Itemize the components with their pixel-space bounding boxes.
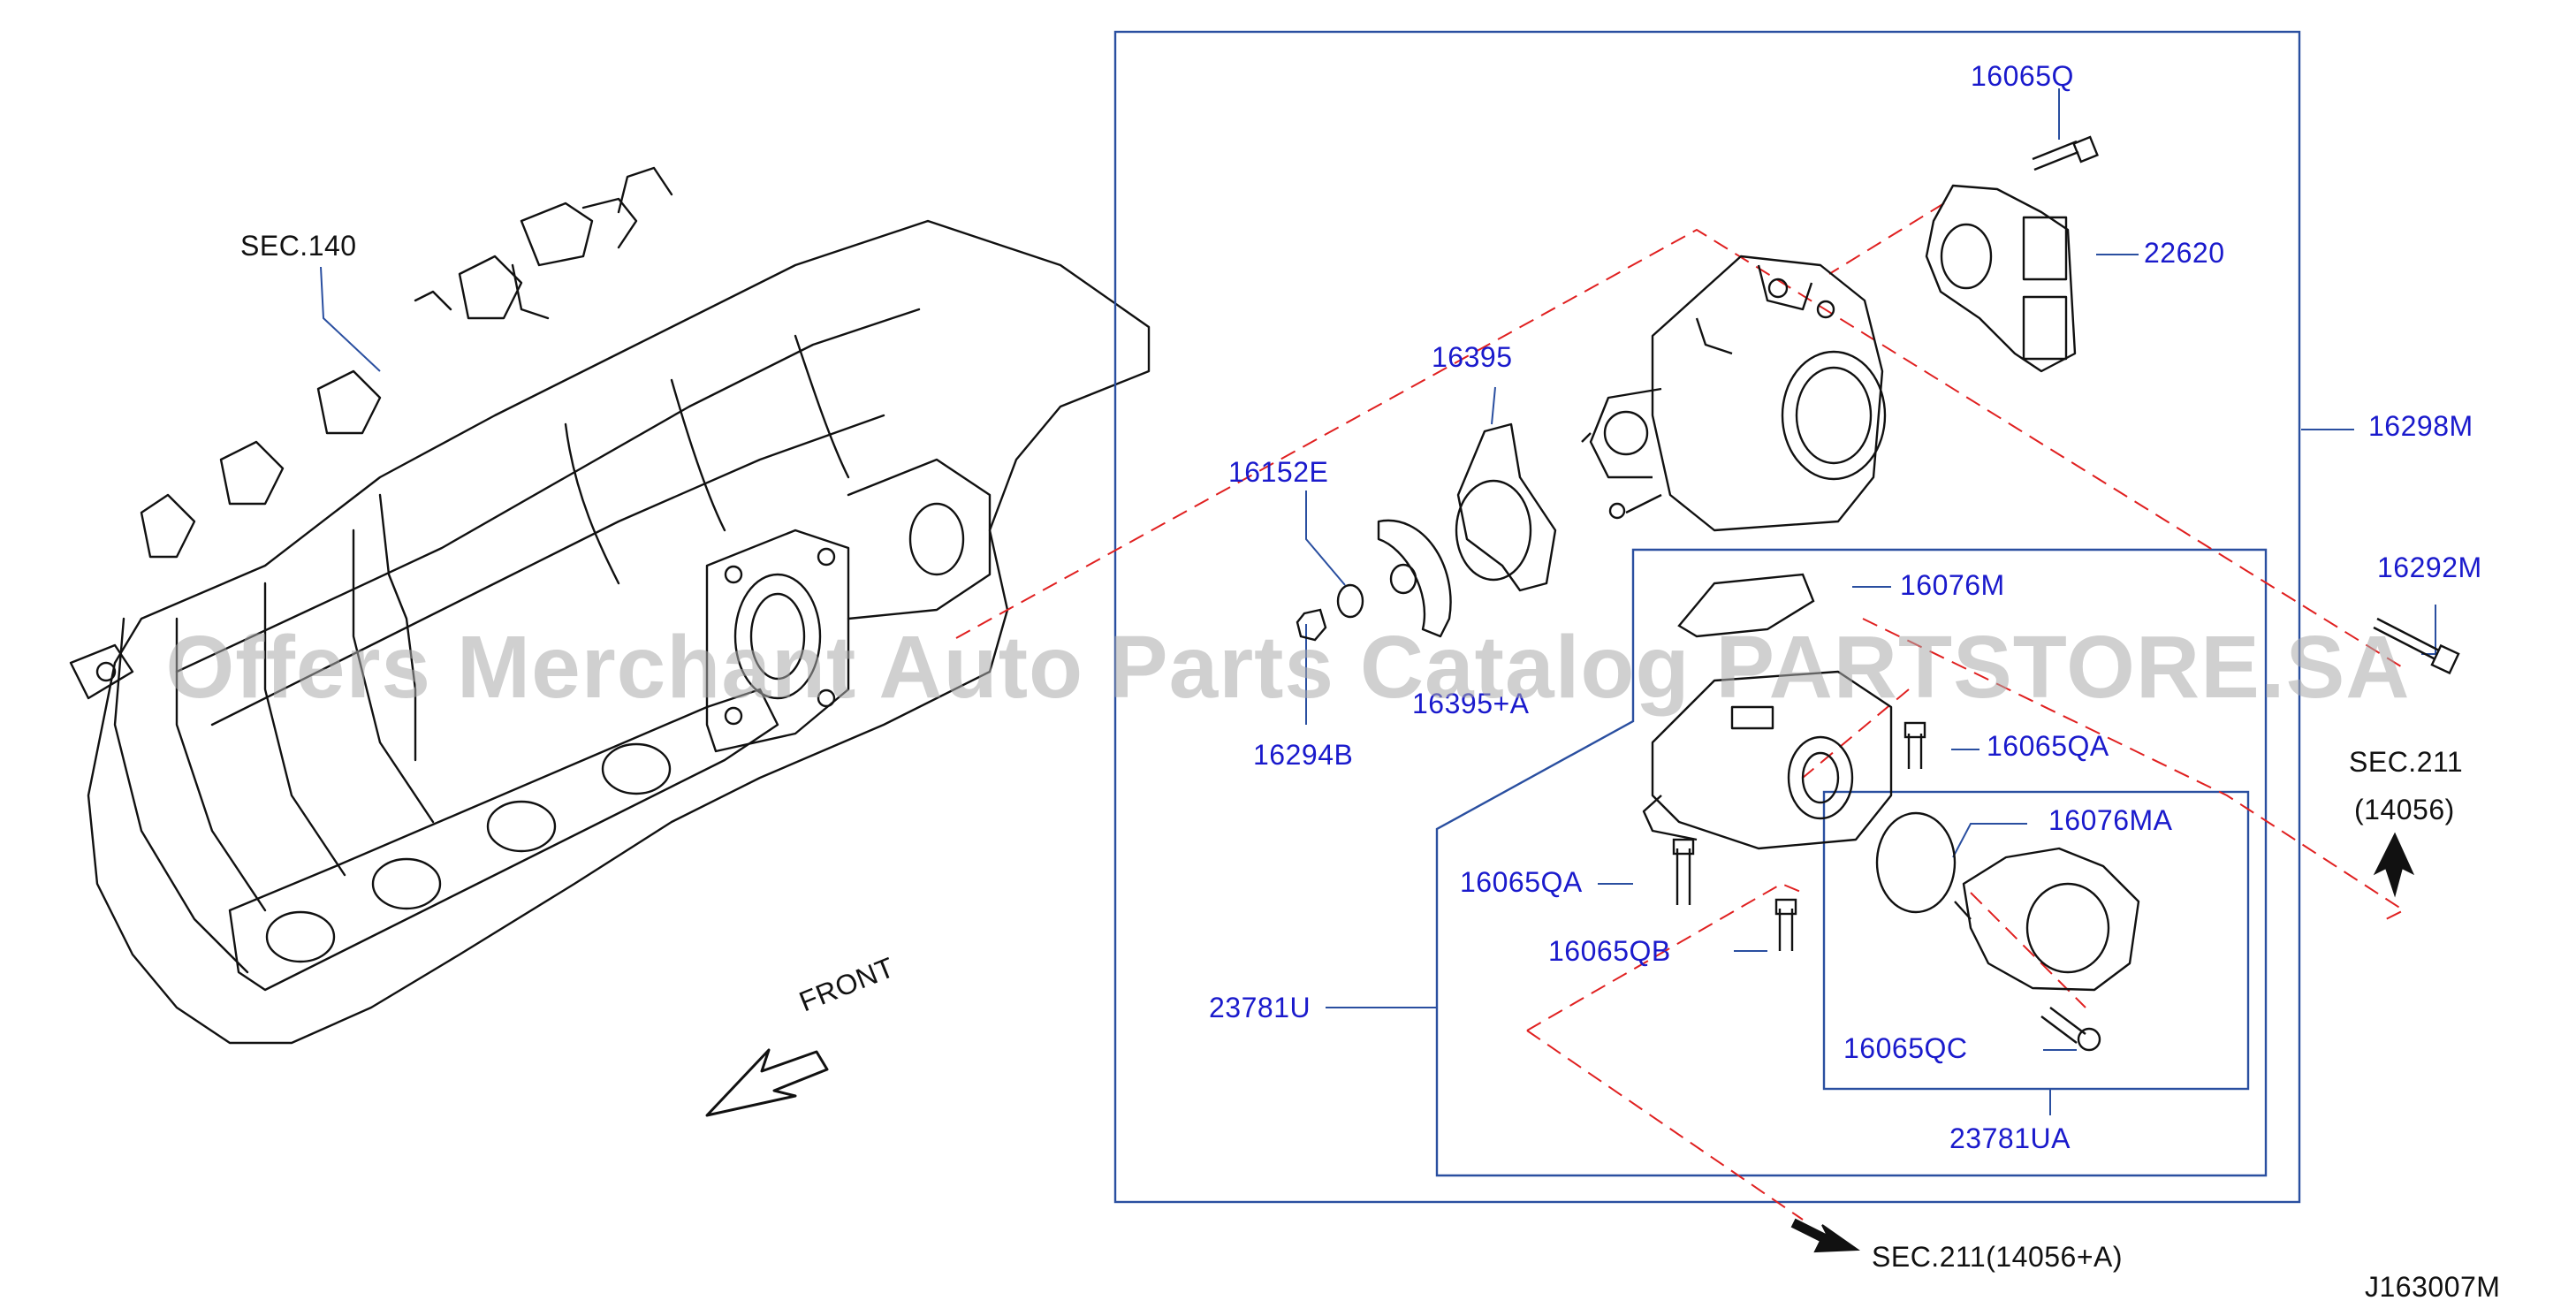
label-16065QA-upper[interactable]: 16065QA [1987, 730, 2109, 762]
label-16065QC[interactable]: 16065QC [1843, 1032, 1968, 1064]
label-16395[interactable]: 16395 [1432, 341, 1513, 373]
washer-nut-drawing [1296, 583, 1364, 642]
screw-16065QA-icon [1904, 721, 1926, 769]
label-16065Q[interactable]: 16065Q [1971, 60, 2074, 92]
sec-211-up-arrow-icon [2373, 832, 2415, 898]
nut-16294B-icon [1296, 608, 1327, 642]
iac-motor-drawing [1875, 811, 2140, 992]
label-16076M[interactable]: 16076M [1900, 569, 2005, 601]
screw-16065QA-lower-icon [1672, 838, 1695, 905]
sec-211-arrows [1790, 832, 2415, 1253]
label-23781UA[interactable]: 23781UA [1949, 1122, 2071, 1154]
diagram-id: J163007M [2365, 1271, 2501, 1303]
label-22620[interactable]: 22620 [2144, 237, 2225, 269]
intake-manifold-drawing [69, 166, 1151, 1045]
sec-140-leader [320, 266, 381, 372]
tps-sensor-drawing [1925, 184, 2077, 373]
label-sec-211-bottom[interactable]: SEC.211(14056+A) [1872, 1241, 2124, 1273]
label-sec-211-code[interactable]: (14056) [2354, 794, 2455, 825]
front-arrow-icon [705, 1048, 829, 1117]
label-16065QB[interactable]: 16065QB [1548, 935, 1671, 967]
gasket-16076M-icon [1677, 573, 1815, 638]
watermark-text: Offers Merchant Auto Parts Catalog PARTS… [165, 618, 2411, 717]
label-16292M[interactable]: 16292M [2377, 552, 2482, 583]
screw-16065Q-icon [2032, 135, 2099, 171]
screw-16065QC-icon [2040, 1007, 2101, 1052]
throttle-body-drawing [1581, 255, 1887, 532]
throttle-drum-drawing [1377, 422, 1557, 638]
box-16298M [1113, 30, 2301, 1204]
sec-211-down-arrow-icon [1790, 1218, 1860, 1253]
label-16065QA-lower[interactable]: 16065QA [1460, 866, 1583, 898]
iac-valve-body-drawing [1642, 670, 1893, 850]
label-sec-140[interactable]: SEC.140 [240, 230, 357, 262]
label-16076MA[interactable]: 16076MA [2048, 804, 2173, 836]
box-23781UA [1822, 790, 2250, 1091]
washer-16152E-icon [1336, 583, 1364, 619]
label-16152E[interactable]: 16152E [1228, 456, 1329, 488]
label-sec-211[interactable]: SEC.211 [2349, 746, 2464, 778]
leader-lines [1305, 88, 2436, 1115]
label-16294B[interactable]: 16294B [1253, 739, 1354, 771]
label-23781U[interactable]: 23781U [1209, 992, 1311, 1023]
label-16298M[interactable]: 16298M [2368, 410, 2473, 442]
label-16395-a[interactable]: 16395+A [1412, 688, 1530, 719]
bolt-16292M-icon [2373, 617, 2460, 675]
screw-16065QB-icon [1774, 898, 1797, 951]
assembly-boxes [1113, 30, 2301, 1204]
box-23781U [1435, 548, 2268, 1177]
gasket-16076MA-icon [1875, 811, 1957, 914]
